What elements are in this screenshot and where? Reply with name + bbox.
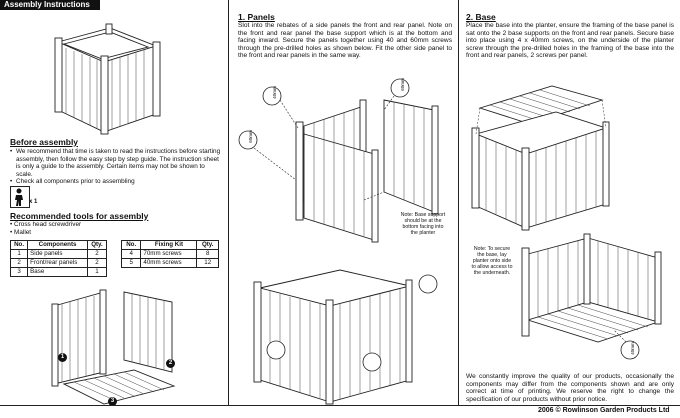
before-assembly-bullet: We recommend that time is taken to read … (16, 148, 221, 178)
base-step2-illustration (521, 233, 662, 360)
part-badge: 3 (108, 397, 117, 406)
screw-label: 60mm (399, 78, 405, 91)
table-header: Components (27, 240, 88, 250)
tools-list: • Cross head screwdriver • Mallet (10, 221, 82, 236)
footer-divider (0, 405, 680, 406)
base-note: Note: To secure the base, lay planter on… (471, 246, 513, 276)
panels-note: Note: Base support should be at the bott… (400, 212, 446, 236)
table-row: 1 Side panels 2 (9, 249, 108, 259)
tools-heading: Recommended tools for assembly (10, 211, 149, 221)
column-divider-1 (228, 0, 229, 405)
table-row: 2 Front/rear panels 2 (9, 258, 108, 268)
fixing-kit-table: No. Fixing Kit Qty. 4 70mm screws 8 5 40… (120, 240, 219, 268)
base-heading: 2. Base (466, 12, 496, 22)
column-divider-2 (458, 0, 459, 405)
parts-illustration (51, 289, 176, 405)
before-assembly-bullet: Check all components prior to assembling (16, 178, 135, 186)
table-row: 3 Base 1 (9, 267, 108, 277)
before-assembly-heading: Before assembly (10, 137, 79, 147)
tool-item: Cross head screwdriver (14, 221, 82, 228)
table-header: Qty. (86, 240, 108, 250)
table-row: 4 70mm screws 8 (120, 249, 219, 259)
disclaimer-text: We constantly improve the quality of our… (466, 373, 674, 403)
panels-step2-illustration (253, 269, 438, 405)
person-icon (10, 186, 30, 208)
base-text: Place the base into the planter, ensure … (466, 22, 674, 60)
header-title: Assembly Instructions (0, 0, 100, 10)
copyright: 2006 © Rowlinson Garden Products Ltd (538, 407, 670, 414)
base-step1-illustration (471, 85, 610, 231)
panels-step1-illustration (238, 78, 439, 243)
components-table: No. Components Qty. 1 Side panels 2 2 Fr… (9, 240, 108, 277)
table-header: Fixing Kit (140, 240, 198, 250)
part-badge: 1 (58, 353, 67, 362)
table-header: Qty. (196, 240, 219, 250)
screw-label: 40mm (629, 342, 635, 355)
part-badge: 2 (166, 359, 175, 368)
table-header: No. (9, 240, 29, 250)
screw-label: 60mm (247, 130, 253, 143)
table-row: 5 40mm screws 12 (120, 258, 219, 268)
panels-text: Slot into the rebates of a side panels t… (238, 22, 452, 60)
planter-illustration (54, 23, 161, 135)
screw-label: 40mm (271, 86, 277, 99)
tool-item: Mallet (14, 228, 32, 236)
people-count: x 1 (29, 199, 38, 205)
panels-heading: 1. Panels (238, 12, 275, 22)
table-header: No. (120, 240, 142, 250)
before-assembly-list: •We recommend that time is taken to read… (10, 148, 221, 186)
